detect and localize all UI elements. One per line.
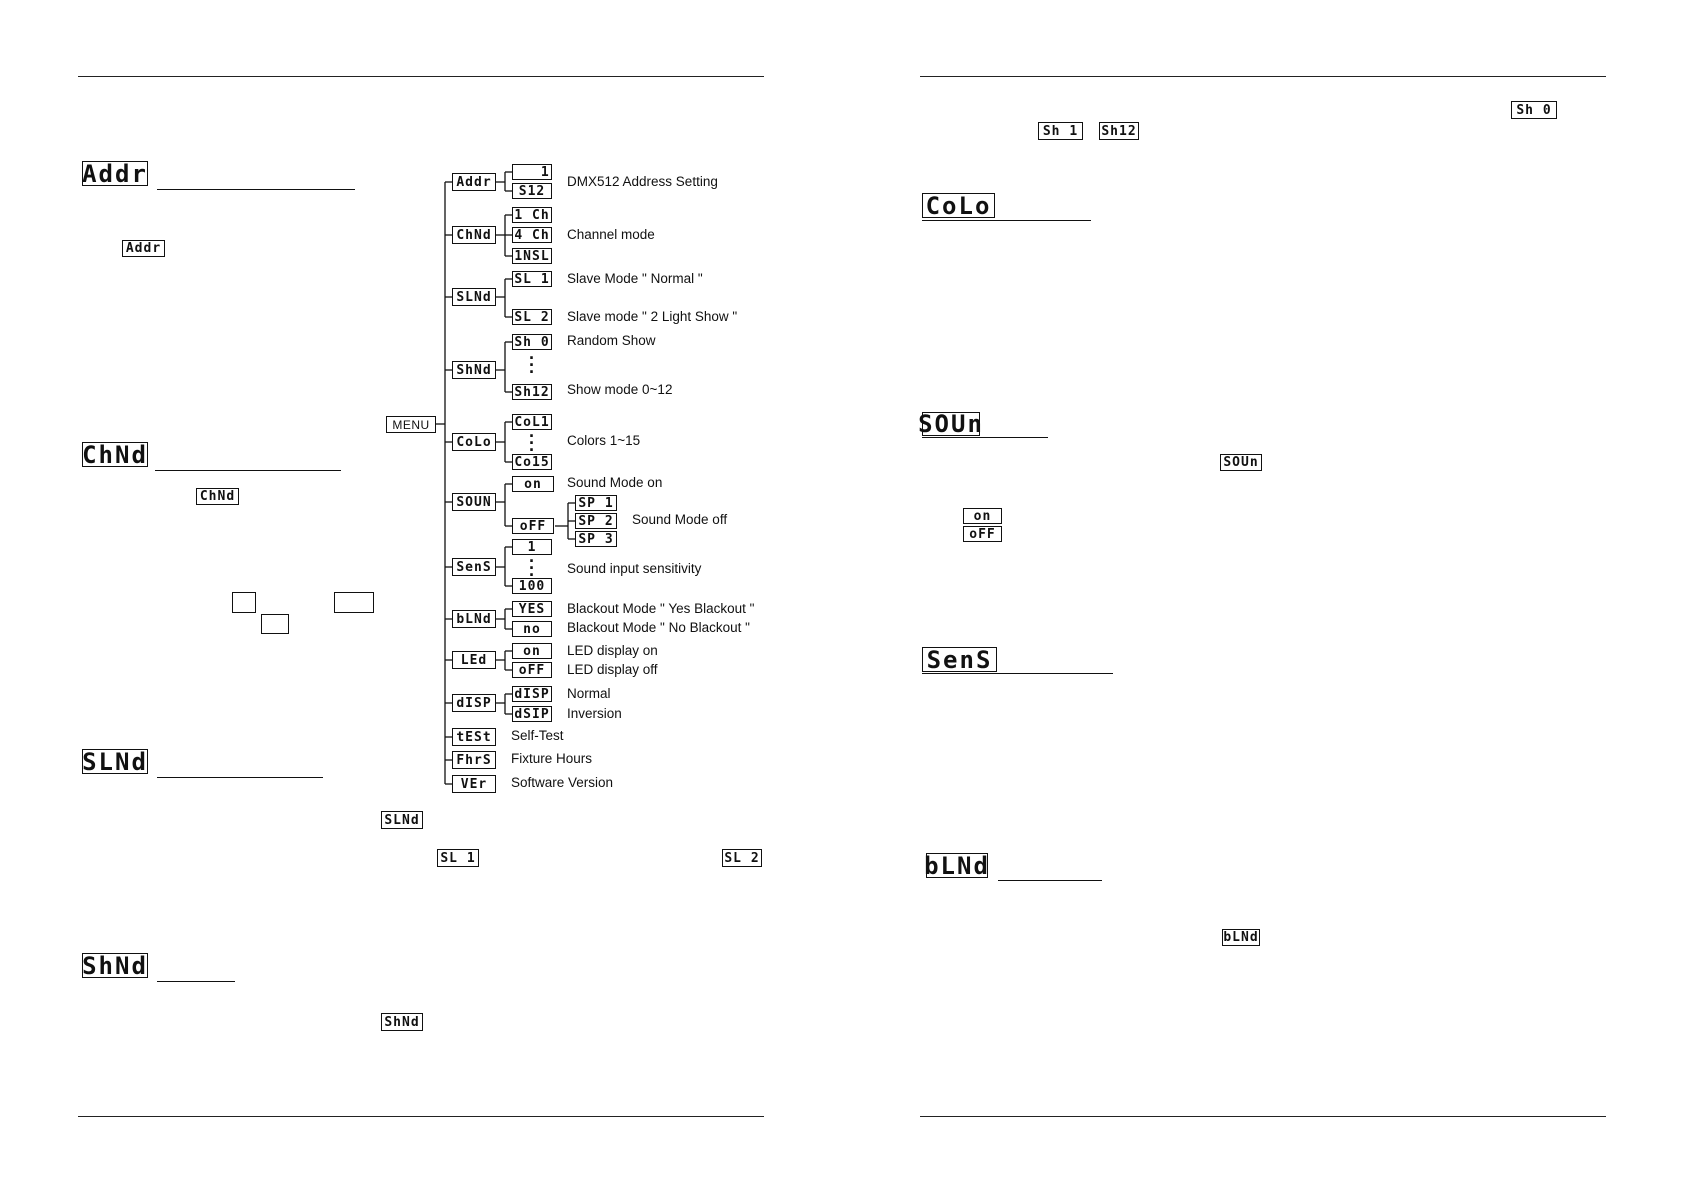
key-box-1 xyxy=(232,592,256,613)
chnd-section-code: ChNd xyxy=(82,440,148,469)
tree-label-colors: Colors 1~15 xyxy=(567,433,641,448)
tree-colo-opt-col1: CoL1 xyxy=(512,414,552,430)
chnd-inline-code: ChNd xyxy=(196,488,239,505)
shnd-inline-code: ShNd xyxy=(381,1013,423,1031)
tree-sens-ellipsis: ··· xyxy=(529,551,535,585)
tree-disp-opt-disp: dISP xyxy=(512,686,552,702)
soun-opt-off: oFF xyxy=(963,526,1002,542)
shnd-section-heading-line xyxy=(157,981,235,982)
addr-section-heading-line xyxy=(157,189,355,190)
chnd-section-heading-line xyxy=(155,470,341,471)
tree-soun: SOUN xyxy=(452,493,496,511)
tree-soun-sp3: SP 3 xyxy=(575,531,617,547)
tree-slnd-opt-sl1: SL 1 xyxy=(512,271,552,287)
sens-section-code: SenS xyxy=(922,646,997,674)
tree-label-slave-normal: Slave Mode " Normal " xyxy=(567,271,703,286)
tree-label-sound-on: Sound Mode on xyxy=(567,475,663,490)
tree-ver: VEr xyxy=(452,775,496,793)
slnd-section-heading-line xyxy=(157,777,323,778)
tree-blnd-opt-no: no xyxy=(512,621,552,637)
tree-shnd: ShNd xyxy=(452,361,496,379)
tree-label-self-test: Self-Test xyxy=(511,728,564,743)
tree-chnd: ChNd xyxy=(452,226,496,244)
tree-soun-sp2: SP 2 xyxy=(575,513,617,529)
tree-soun-opt-off: oFF xyxy=(512,518,554,534)
tree-addr-opt-512: S12 xyxy=(512,183,552,199)
tree-addr: Addr xyxy=(452,173,496,191)
left-page-bottom-rule xyxy=(78,1116,764,1117)
tree-label-led-off: LED display off xyxy=(567,662,658,677)
tree-chnd-opt-1nsl: 1NSL xyxy=(512,248,552,264)
tree-test: tESt xyxy=(452,728,496,746)
tree-blnd: bLNd xyxy=(452,610,496,628)
tree-colo-opt-co15: Co15 xyxy=(512,454,552,470)
tree-sens-opt-100: 100 xyxy=(512,578,552,594)
tree-soun-opt-on: on xyxy=(512,476,554,492)
tree-label-show-mode: Show mode 0~12 xyxy=(567,382,673,397)
tree-label-random-show: Random Show xyxy=(567,333,656,348)
slnd-inline-code: SLNd xyxy=(381,811,423,829)
soun-opt-on: on xyxy=(963,508,1002,524)
tree-slnd: SLNd xyxy=(452,288,496,306)
sl2-inline-code: SL 2 xyxy=(722,849,762,867)
tree-label-slave-2light: Slave mode " 2 Light Show " xyxy=(567,309,738,324)
tree-shnd-ellipsis: ··· xyxy=(529,348,535,382)
tree-colo: CoLo xyxy=(452,433,496,451)
sh1-inline-code: Sh 1 xyxy=(1038,122,1083,140)
sens-section-heading-line xyxy=(922,673,1113,674)
tree-shnd-opt-sh0: Sh 0 xyxy=(512,334,552,350)
addr-section-code: Addr xyxy=(82,159,148,188)
shnd-section-code: ShNd xyxy=(82,951,148,980)
tree-blnd-opt-yes: YES xyxy=(512,601,552,617)
tree-disp-opt-dsip: dSIP xyxy=(512,706,552,722)
addr-inline-code: Addr xyxy=(122,240,165,257)
tree-label-software-version: Software Version xyxy=(511,775,614,790)
tree-label-dmx-address: DMX512 Address Setting xyxy=(567,174,718,189)
slnd-section-code: SLNd xyxy=(82,747,148,776)
tree-addr-opt-1: 1 xyxy=(512,164,552,180)
tree-label-blackout-yes: Blackout Mode " Yes Blackout " xyxy=(567,601,755,616)
tree-label-blackout-no: Blackout Mode " No Blackout " xyxy=(567,620,750,635)
blnd-section-code: bLNd xyxy=(924,851,990,880)
key-box-3 xyxy=(261,614,289,634)
tree-slnd-opt-sl2: SL 2 xyxy=(512,309,552,325)
blnd-section-heading-line xyxy=(998,880,1102,881)
colo-section-heading-line xyxy=(922,220,1091,221)
tree-led-opt-off: oFF xyxy=(512,662,552,678)
right-page-bottom-rule xyxy=(920,1116,1606,1117)
tree-sens-opt-1: 1 xyxy=(512,539,552,555)
tree-label-led-on: LED display on xyxy=(567,643,658,658)
tree-colo-ellipsis: ··· xyxy=(529,426,535,460)
tree-disp: dISP xyxy=(452,694,496,712)
tree-led: LEd xyxy=(452,651,496,669)
tree-soun-sp1: SP 1 xyxy=(575,495,617,511)
tree-label-sensitivity: Sound input sensitivity xyxy=(567,561,702,576)
menu-key: MENU xyxy=(386,416,436,433)
tree-label-inversion: Inversion xyxy=(567,706,622,721)
sh12-inline-code: Sh12 xyxy=(1099,122,1139,140)
tree-chnd-opt-1ch: 1 Ch xyxy=(512,207,552,223)
sh0-inline-code: Sh 0 xyxy=(1511,101,1557,119)
tree-shnd-opt-sh12: Sh12 xyxy=(512,384,552,400)
blnd-inline-code: bLNd xyxy=(1222,929,1260,946)
tree-label-channel-mode: Channel mode xyxy=(567,227,655,242)
tree-fhrs: FhrS xyxy=(452,751,496,769)
tree-sens: SenS xyxy=(452,558,496,576)
colo-section-code: CoLo xyxy=(922,192,995,220)
tree-label-fixture-hours: Fixture Hours xyxy=(511,751,593,766)
right-page-top-rule xyxy=(920,76,1606,77)
tree-label-sound-off: Sound Mode off xyxy=(632,512,728,527)
soun-inline-code: SOUn xyxy=(1220,454,1262,471)
soun-section-code: SOUn xyxy=(918,410,984,438)
sl1-inline-code: SL 1 xyxy=(437,849,479,867)
tree-chnd-opt-4ch: 4 Ch xyxy=(512,227,552,243)
key-box-2 xyxy=(334,592,374,613)
soun-section-heading-line xyxy=(922,437,1048,438)
left-page-top-rule xyxy=(78,76,764,77)
tree-label-normal: Normal xyxy=(567,686,611,701)
tree-led-opt-on: on xyxy=(512,643,552,659)
